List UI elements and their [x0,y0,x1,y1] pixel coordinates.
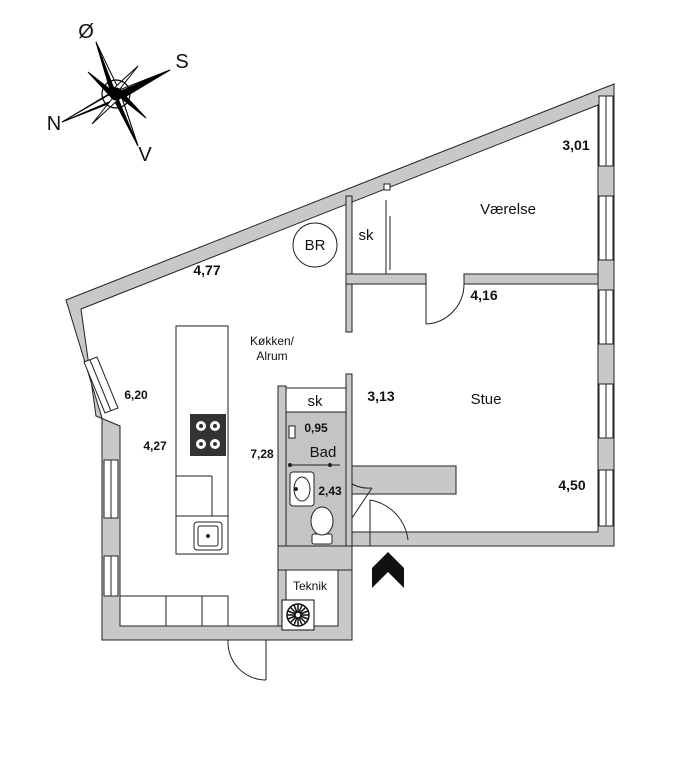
compass-rose [61,41,171,147]
window-left-upper [83,356,119,414]
dimension-label: 2,43 [318,484,342,498]
stove-icon [190,414,226,456]
dimension-label: 4,50 [558,477,585,493]
br-circle [292,222,338,268]
room-label-closet-lower: sk [308,393,324,410]
ventilation-fan-icon [281,599,315,631]
closet-sliding-door [383,183,391,274]
dimension-label: 0,95 [304,421,328,435]
room-label-bath: Bad [310,444,337,461]
compass-label-east: Ø [78,21,94,43]
dimension-label: 3,13 [367,388,394,404]
room-label-bedroom: Værelse [480,201,536,218]
windows-right [598,95,614,527]
door-kitchen-bottom [227,639,267,681]
dimension-label: 4,77 [193,262,220,278]
compass-label-south: S [175,51,188,73]
shower-fixture-icon [288,425,340,467]
room-label-living: Stue [471,391,502,408]
washbasin-icon [289,471,315,507]
dimension-label: 4,16 [470,287,497,303]
compass-label-north: N [47,113,61,135]
interior-walls [277,195,599,627]
door-bath [351,483,373,519]
dimension-label: 3,01 [562,137,589,153]
door-entry-main [369,499,409,546]
dimension-label: 6,20 [124,388,148,402]
toilet-icon [310,506,334,545]
kitchen-sink-icon [193,521,223,551]
entrance-arrow-icon [372,552,404,588]
room-label-closet-upper: sk [359,227,375,244]
door-bedroom [425,283,465,325]
compass-label-west: V [138,144,152,166]
closet-lower [285,387,347,413]
room-label-technical: Teknik [293,579,328,593]
room-label-kitchen-2: Alrum [256,349,287,363]
dimension-label: 7,28 [250,447,274,461]
kitchen-counter-bottom [119,595,229,627]
br-label: BR [305,237,326,254]
dimension-label: 4,27 [143,439,167,453]
room-label-kitchen-1: Køkken/ [250,334,295,348]
window-left-lower [103,459,119,597]
